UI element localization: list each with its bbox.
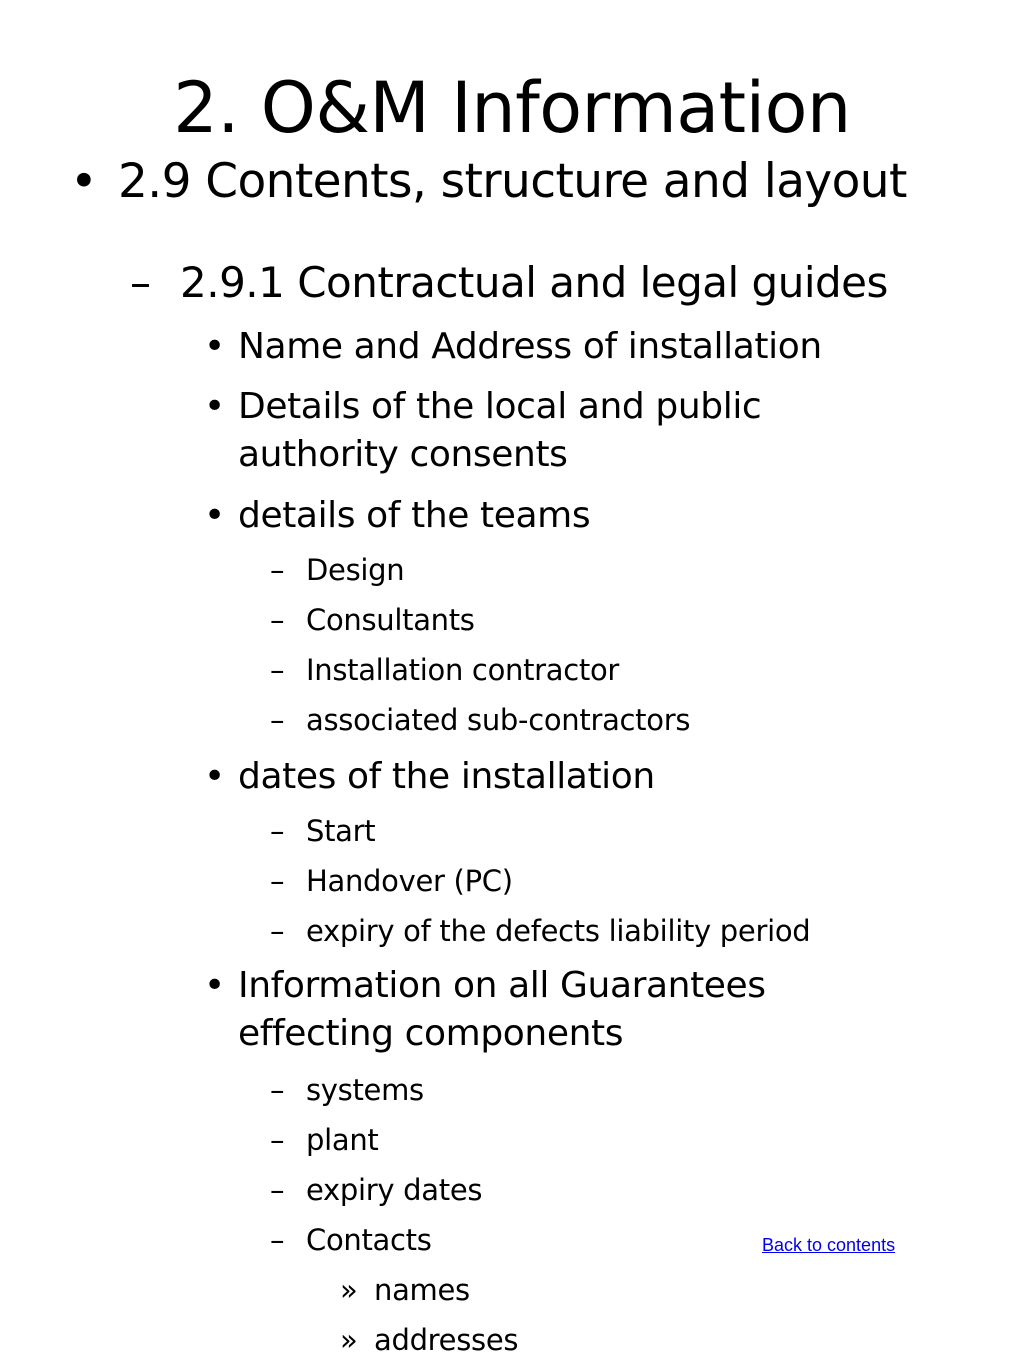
sub-item-text: Start (306, 814, 376, 848)
bullet-item: • Name and Address of installation (204, 323, 822, 371)
sub-sub-item: » names (340, 1270, 470, 1310)
dash-glyph: – (270, 864, 285, 898)
bullet-text-continuation: effecting components (238, 1013, 624, 1054)
sub-item-text: Installation contractor (306, 653, 620, 687)
sub-item: – Start (270, 811, 376, 851)
sub-item-text: associated sub-contractors (306, 703, 691, 737)
sub-item: – associated sub-contractors (270, 700, 690, 740)
sub-sub-item-text: names (374, 1273, 470, 1307)
sub-item-text: systems (306, 1073, 424, 1107)
bullet-text: details of the teams (238, 495, 591, 536)
dash-glyph: – (270, 914, 285, 948)
bullet-item: • Details of the local and public author… (204, 383, 762, 479)
dash-glyph: – (270, 1123, 285, 1157)
bullet-text: Information on all Guarantees (238, 965, 766, 1006)
sub-item-text: plant (306, 1123, 379, 1157)
bullet-item: • details of the teams (204, 492, 591, 540)
sub-item: – plant (270, 1120, 379, 1160)
sub-item-text: Consultants (306, 603, 475, 637)
chevron-glyph: » (340, 1323, 358, 1357)
dash-glyph: – (270, 1073, 285, 1107)
sub-item: – Design (270, 550, 405, 590)
sub-sub-item: » addresses (340, 1320, 518, 1360)
sub-item-text: Design (306, 553, 405, 587)
bullet-text: Details of the local and public (238, 386, 762, 427)
sub-item: – 2.9.1 Contractual and legal guides (130, 258, 888, 308)
sub-item-text: Contacts (306, 1223, 432, 1257)
back-to-contents-link[interactable]: Back to contents (762, 1235, 896, 1255)
bullet-text: Name and Address of installation (238, 326, 822, 367)
sub-item: – systems (270, 1070, 424, 1110)
sub-item-text: 2.9.1 Contractual and legal guides (180, 258, 888, 307)
sub-item: – expiry of the defects liability period (270, 911, 811, 951)
bullet-text-continuation: authority consents (238, 434, 568, 475)
dash-glyph: – (270, 814, 285, 848)
sub-item: – Installation contractor (270, 650, 619, 690)
bullet-item: • Information on all Guarantees effectin… (204, 962, 766, 1058)
sub-item: – Handover (PC) (270, 861, 513, 901)
sub-item-text: Handover (PC) (306, 864, 513, 898)
sub-item-text: expiry dates (306, 1173, 483, 1207)
bullet-glyph: • (70, 154, 98, 209)
dash-glyph: – (270, 703, 285, 737)
bullet-item: • 2.9 Contents, structure and layout (70, 154, 907, 210)
dash-glyph: – (270, 653, 285, 687)
bullet-glyph: • (204, 386, 225, 427)
bullet-glyph: • (204, 326, 225, 367)
sub-item: – Consultants (270, 600, 475, 640)
sub-item: – Contacts (270, 1220, 432, 1260)
slide-title: 2. O&M Information (173, 67, 851, 149)
dash-glyph: – (270, 1223, 285, 1257)
bullet-glyph: • (204, 965, 225, 1006)
dash-glyph: – (270, 553, 285, 587)
sub-item-text: expiry of the defects liability period (306, 914, 811, 948)
bullet-glyph: • (204, 756, 225, 797)
dash-glyph: – (130, 258, 151, 307)
bullet-text: 2.9 Contents, structure and layout (118, 154, 907, 209)
sub-item: – expiry dates (270, 1170, 482, 1210)
dash-glyph: – (270, 1173, 285, 1207)
dash-glyph: – (270, 603, 285, 637)
sub-sub-item-text: addresses (374, 1323, 519, 1357)
bullet-glyph: • (204, 495, 225, 536)
bullet-item: • dates of the installation (204, 753, 655, 801)
bullet-text: dates of the installation (238, 756, 655, 797)
chevron-glyph: » (340, 1273, 358, 1307)
